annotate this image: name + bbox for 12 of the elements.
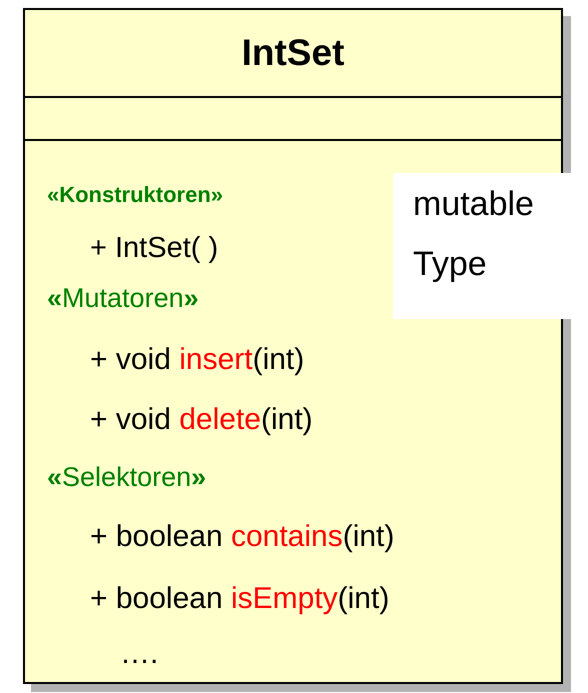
- operation-text: ….: [120, 637, 158, 672]
- class-name: IntSet: [242, 32, 344, 74]
- note-text: mutable: [413, 185, 534, 224]
- operation-text: + boolean contains(int): [90, 520, 394, 554]
- operation-text: + boolean isEmpty(int): [90, 582, 390, 616]
- note-text: Type: [413, 245, 487, 284]
- stereotype-label: «Selektoren»: [47, 462, 206, 494]
- stereotype-label: «Mutatoren»: [47, 283, 199, 314]
- operation-text: + void delete(int): [90, 403, 313, 438]
- operation-text: + IntSet( ): [90, 232, 218, 266]
- stereotype-label: «Konstruktoren»: [47, 182, 224, 208]
- operation-text: + void insert(int): [90, 343, 304, 378]
